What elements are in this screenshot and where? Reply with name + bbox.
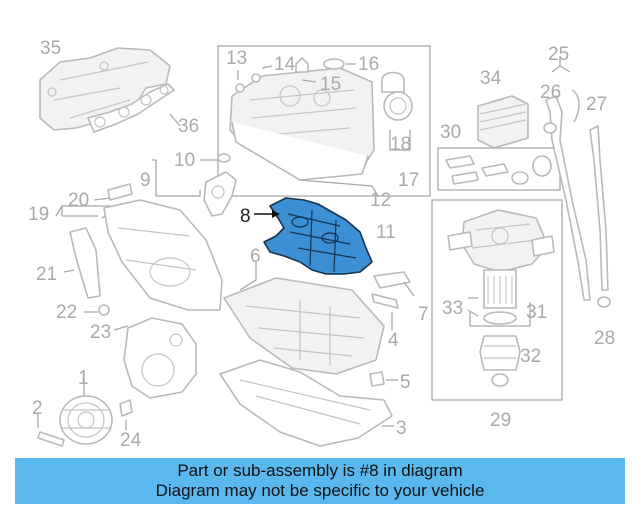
callout-29: 29 bbox=[490, 410, 511, 431]
callout-18: 18 bbox=[390, 134, 411, 155]
callout-17: 17 bbox=[398, 170, 419, 191]
crankshaft-pulley-part bbox=[37, 370, 133, 447]
callout-14: 14 bbox=[274, 54, 296, 75]
callout-31: 31 bbox=[526, 302, 547, 323]
intake-manifold-part bbox=[39, 47, 171, 131]
pan-gasket-part bbox=[371, 271, 415, 330]
callout-27: 27 bbox=[586, 94, 607, 115]
callout-9: 9 bbox=[140, 170, 151, 191]
callout-11: 11 bbox=[376, 222, 396, 243]
oil-pan-lower-part bbox=[219, 359, 398, 447]
callout-7: 7 bbox=[418, 304, 429, 325]
timing-cover-part bbox=[55, 183, 223, 316]
manifold-gasket-part bbox=[87, 83, 175, 133]
callout-32: 32 bbox=[520, 346, 541, 367]
callout-23: 23 bbox=[90, 322, 111, 343]
banner-line-2: Diagram may not be specific to your vehi… bbox=[155, 481, 485, 500]
parts-diagram: 35 36 13 14 15 16 18 17 12 11 10 9 20 19… bbox=[28, 38, 615, 451]
callout-10: 10 bbox=[174, 150, 195, 171]
callout-25: 25 bbox=[548, 44, 569, 65]
callout-24: 24 bbox=[120, 430, 142, 451]
dipstick-part bbox=[543, 56, 611, 308]
callout-33: 33 bbox=[442, 298, 463, 319]
oil-filter-group-box bbox=[431, 199, 563, 401]
callout-5: 5 bbox=[400, 372, 411, 393]
callout-8: 8 bbox=[240, 206, 251, 227]
callout-30: 30 bbox=[440, 122, 461, 143]
callout-28: 28 bbox=[594, 328, 615, 349]
banner-line-1: Part or sub-assembly is #8 in diagram bbox=[177, 461, 463, 480]
highlighted-part-8[interactable] bbox=[263, 197, 373, 275]
callout-21: 21 bbox=[36, 264, 57, 285]
callout-20: 20 bbox=[68, 190, 89, 211]
oil-pan-upper-part bbox=[223, 262, 385, 375]
callout-2: 2 bbox=[32, 398, 43, 419]
cooler-gasket-box bbox=[437, 147, 561, 191]
callout-13: 13 bbox=[226, 48, 247, 69]
valve-cover-group-box bbox=[217, 45, 431, 197]
callout-22: 22 bbox=[56, 302, 77, 323]
callout-34: 34 bbox=[480, 68, 502, 89]
part-8-arrowhead bbox=[272, 210, 280, 218]
callout-1: 1 bbox=[78, 368, 89, 389]
callout-35: 35 bbox=[40, 38, 61, 59]
info-banner: Part or sub-assembly is #8 in diagram Di… bbox=[15, 458, 625, 504]
callout-12: 12 bbox=[370, 190, 391, 211]
callout-6: 6 bbox=[250, 246, 261, 267]
lower-cover-part bbox=[113, 317, 197, 399]
callout-26: 26 bbox=[540, 82, 561, 103]
callout-4: 4 bbox=[388, 330, 399, 351]
callout-19: 19 bbox=[28, 204, 49, 225]
callout-36: 36 bbox=[178, 116, 199, 137]
callout-16: 16 bbox=[358, 54, 379, 75]
thermostat-part bbox=[152, 153, 237, 217]
callout-15: 15 bbox=[320, 74, 341, 95]
oil-cooler-part bbox=[477, 95, 529, 149]
callout-3: 3 bbox=[396, 418, 407, 439]
